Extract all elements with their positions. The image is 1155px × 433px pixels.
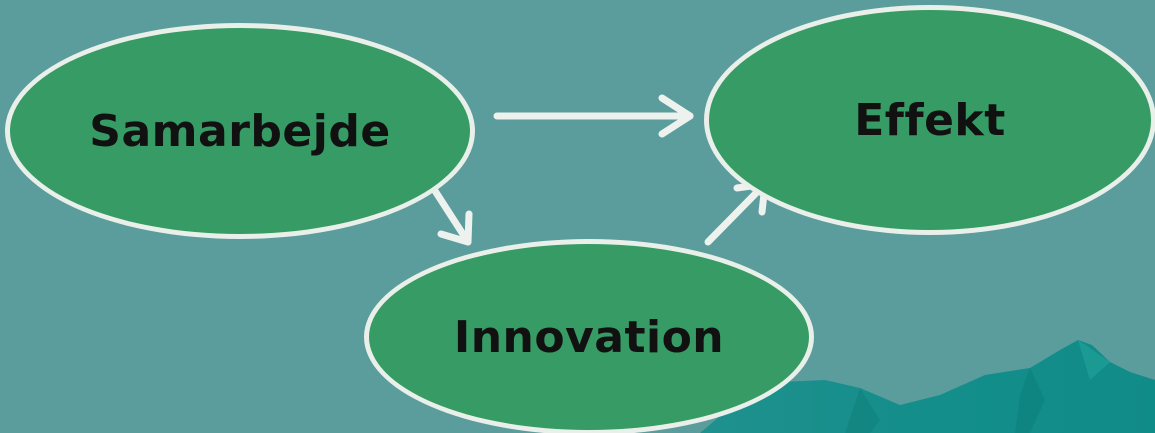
node-effekt: Effekt (704, 5, 1155, 235)
node-effekt-label: Effekt (854, 94, 1006, 146)
node-innovation: Innovation (364, 239, 814, 433)
node-innovation-label: Innovation (453, 311, 725, 363)
node-samarbejde-label: Samarbejde (89, 105, 391, 157)
arrow-samarbejde-to-effekt (493, 94, 694, 138)
node-samarbejde: Samarbejde (5, 23, 475, 239)
